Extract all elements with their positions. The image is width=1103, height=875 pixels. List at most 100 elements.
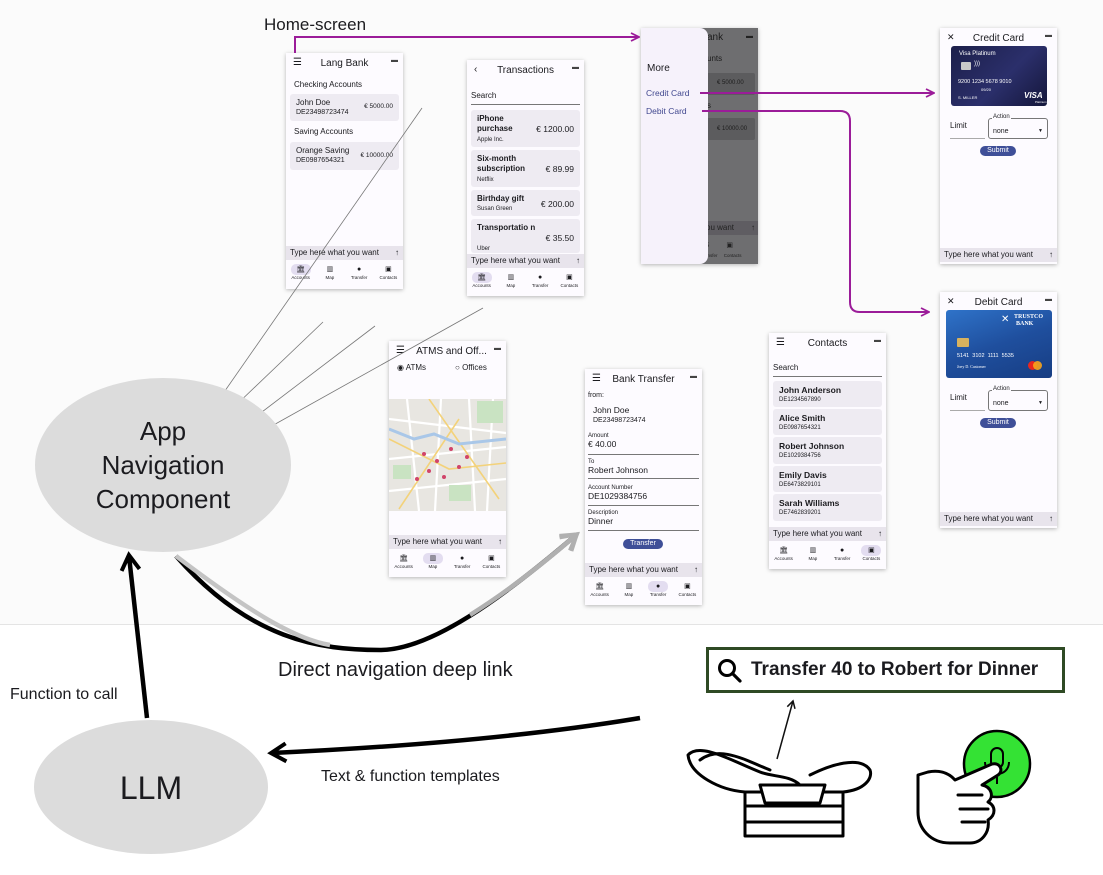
- send-icon[interactable]: ↑: [395, 248, 399, 257]
- nav-map[interactable]: ▥Map: [316, 264, 344, 280]
- submit-button[interactable]: Submit: [980, 146, 1016, 156]
- search-input[interactable]: Search: [471, 91, 580, 105]
- chat-input[interactable]: Type here what you want ↑: [940, 512, 1057, 526]
- nav-transfer[interactable]: ●Transfer: [345, 264, 373, 280]
- dimmed-text: s: [707, 101, 711, 110]
- close-icon[interactable]: ✕: [947, 296, 955, 306]
- action-select[interactable]: Action none ▼: [988, 114, 1048, 139]
- send-icon[interactable]: ↑: [694, 565, 698, 574]
- nav-contacts[interactable]: ▣Contacts: [555, 272, 583, 288]
- menu-icon[interactable]: ☰: [776, 337, 785, 348]
- nav-contacts[interactable]: ▣Contacts: [673, 581, 701, 597]
- chat-placeholder: Type here what you want: [944, 250, 1033, 259]
- account-amount: € 10000.00: [360, 152, 393, 159]
- nav-accounts[interactable]: 🏛Accounts: [390, 553, 418, 569]
- chat-input[interactable]: Type here what you want ↑: [940, 248, 1057, 262]
- back-icon[interactable]: ‹: [474, 64, 478, 75]
- to-field[interactable]: To Robert Johnson: [588, 459, 699, 479]
- menu-icon[interactable]: ☰: [592, 373, 601, 384]
- contacts-icon: ▣: [488, 555, 495, 562]
- action-value: none: [993, 128, 1009, 135]
- nav-map[interactable]: ▥Map: [497, 272, 525, 288]
- chat-icon[interactable]: ▬: [690, 373, 697, 380]
- contact-row[interactable]: Emily Davis DE6473829101: [773, 466, 882, 492]
- transaction-row[interactable]: iPhone purchase Apple Inc. € 1200.00: [471, 110, 580, 147]
- account-number-field[interactable]: Account Number DE1029384756: [588, 485, 699, 506]
- contact-row[interactable]: Robert Johnson DE1029384756: [773, 437, 882, 464]
- chat-input[interactable]: Type here what you want ↑: [286, 246, 403, 260]
- send-icon[interactable]: ↑: [576, 256, 580, 265]
- nav-transfer[interactable]: ●Transfer: [448, 553, 476, 569]
- radio-atms[interactable]: ◉ ATMs: [397, 363, 426, 372]
- query-search-box[interactable]: Transfer 40 to Robert for Dinner: [706, 647, 1065, 693]
- action-select[interactable]: Action none ▼: [988, 386, 1048, 411]
- card-brand: Visa Platinum: [959, 51, 996, 57]
- transaction-row[interactable]: Transportatio n Uber € 35.50: [471, 219, 580, 253]
- menu-icon[interactable]: ☰: [293, 57, 302, 68]
- chip-icon: [957, 338, 969, 347]
- chat-icon[interactable]: ▬: [391, 57, 398, 64]
- visa-logo: VISA: [1024, 91, 1043, 100]
- nav-accounts[interactable]: 🏛Accounts: [770, 545, 798, 561]
- send-icon[interactable]: ↑: [878, 529, 882, 538]
- action-label: Action: [992, 386, 1011, 392]
- chat-icon[interactable]: ▬: [572, 64, 579, 71]
- nav-transfer[interactable]: ●Transfer: [644, 581, 672, 597]
- nav-contacts[interactable]: ▣Contacts: [477, 553, 505, 569]
- transaction-row[interactable]: Six-month subscription Netflix € 89.99: [471, 150, 580, 187]
- limit-field[interactable]: Limit: [950, 121, 985, 139]
- from-iban: DE23498723474: [593, 417, 646, 424]
- contact-name: Sarah Williams: [779, 498, 840, 508]
- dropdown-icon: ▼: [1038, 400, 1043, 406]
- nav-accounts[interactable]: 🏛Accounts: [287, 264, 315, 280]
- contact-row[interactable]: Sarah Williams DE7462839201: [773, 494, 882, 521]
- nav-contacts[interactable]: ▣Contacts: [857, 545, 885, 561]
- nav-map[interactable]: ▥Map: [799, 545, 827, 561]
- app-bar: ☰ Contacts ▬: [769, 333, 886, 353]
- nav-accounts[interactable]: 🏛Accounts: [586, 581, 614, 597]
- contact-row[interactable]: John Anderson DE1234567890: [773, 381, 882, 407]
- contact-name: Robert Johnson: [779, 441, 845, 451]
- phone-credit-card: ✕ Credit Card ▬ Visa Platinum ))) 9200 1…: [940, 28, 1057, 264]
- limit-field[interactable]: Limit: [950, 393, 985, 411]
- close-icon[interactable]: ✕: [947, 32, 955, 42]
- city-map[interactable]: [389, 399, 506, 511]
- contact-row[interactable]: Alice Smith DE0987654321: [773, 409, 882, 435]
- app-navigation-component-node: [35, 378, 291, 552]
- nav-contacts[interactable]: ▣Contacts: [374, 264, 402, 280]
- chat-input[interactable]: Type here what you want ↑: [769, 527, 886, 541]
- chat-input[interactable]: Type here what you want ↑: [585, 563, 702, 577]
- send-icon[interactable]: ↑: [1049, 250, 1053, 259]
- dollar-icon: ●: [460, 555, 465, 562]
- radio-label: Offices: [462, 363, 487, 372]
- drawer-item-credit-card[interactable]: Credit Card: [646, 88, 690, 98]
- account-card-saving[interactable]: Orange Saving DE0987654321 € 10000.00: [290, 142, 399, 170]
- dimmed-chat: ou want↑: [703, 221, 758, 235]
- chat-icon[interactable]: ▬: [1045, 32, 1052, 39]
- amount-field[interactable]: Amount € 40.00: [588, 433, 699, 455]
- transfer-button[interactable]: Transfer: [623, 539, 663, 549]
- nav-map[interactable]: ▥Map: [419, 553, 447, 569]
- nav-transfer[interactable]: ●Transfer: [526, 272, 554, 288]
- drawer-item-debit-card[interactable]: Debit Card: [646, 106, 687, 116]
- submit-button[interactable]: Submit: [980, 418, 1016, 428]
- menu-icon[interactable]: ☰: [396, 345, 405, 356]
- bank-icon: 🏛: [399, 555, 409, 562]
- chat-input[interactable]: Type here what you want ↑: [467, 254, 584, 268]
- send-icon[interactable]: ↑: [498, 537, 502, 546]
- nav-map[interactable]: ▥Map: [615, 581, 643, 597]
- chat-icon[interactable]: ▬: [494, 345, 501, 352]
- chat-icon[interactable]: ▬: [874, 337, 881, 344]
- nav-transfer[interactable]: ●Transfer: [828, 545, 856, 561]
- chat-input[interactable]: Type here what you want ↑: [389, 535, 506, 549]
- account-card-checking[interactable]: John Doe DE23498723474 € 5000.00: [290, 94, 399, 121]
- phone-drawer: ank ▬ unts € 5000.00 s € 10000.00 ou wan…: [641, 28, 758, 264]
- transaction-row[interactable]: Birthday gift Susan Green € 200.00: [471, 190, 580, 216]
- nav-label: Contacts: [560, 283, 579, 288]
- description-field[interactable]: Description Dinner: [588, 510, 699, 531]
- search-input[interactable]: Search: [773, 363, 882, 377]
- nav-accounts[interactable]: 🏛Accounts: [468, 272, 496, 288]
- chat-icon[interactable]: ▬: [1045, 296, 1052, 303]
- send-icon[interactable]: ↑: [1049, 514, 1053, 523]
- radio-offices[interactable]: ○ Offices: [455, 363, 487, 372]
